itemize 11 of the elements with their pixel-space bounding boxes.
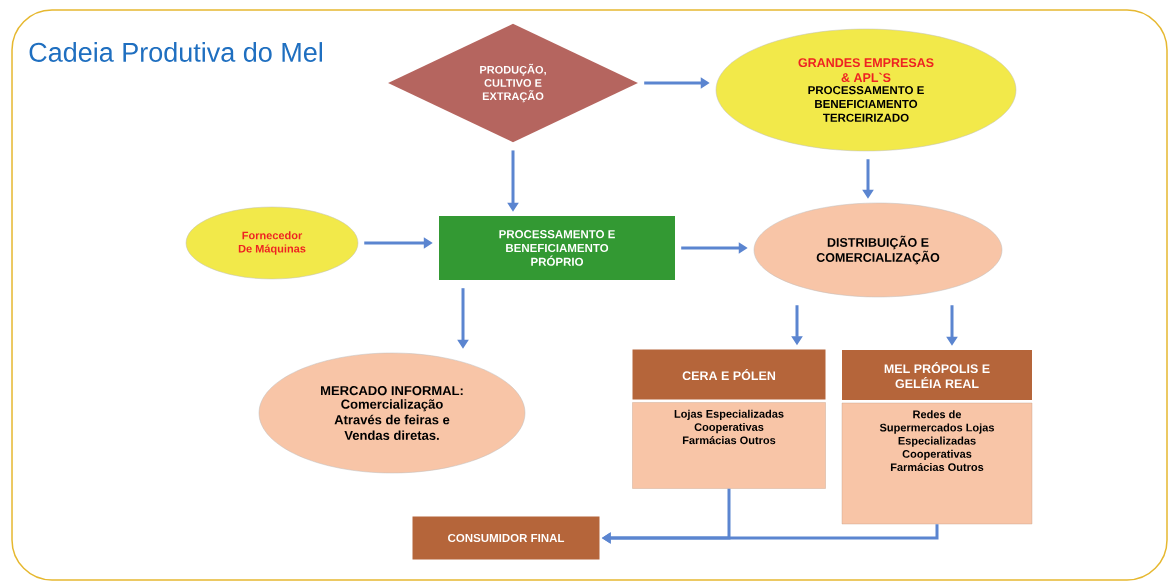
process-box: CONSUMIDOR FINAL [412, 516, 600, 560]
category-card: MEL PRÓPOLIS E GELÉIA REAL Redes de Supermercados Lojas Especializadas Cooperativas Farmácias Outros [841, 350, 1033, 525]
node-label: CERA E PÓLEN [682, 368, 776, 381]
node-label: MEL PRÓPOLIS E GELÉIA REAL [884, 361, 990, 389]
ellipse-node: Fornecedor De Máquinas [185, 206, 359, 280]
title: Cadeia Produtiva do Mel [29, 42, 322, 62]
ellipse-node: MERCADO INFORMAL: Comercialização Através de feiras e Vendas diretas. [258, 352, 526, 474]
category-card: CERA E PÓLEN Lojas Especializadas Cooperativas Farmácias Outros [632, 349, 826, 489]
process-box: PROCESSAMENTO E BENEFICIAMENTO PRÓPRIO [439, 216, 675, 280]
ellipse-node: GRANDES EMPRESAS & APL`S PROCESSAMENTO E BENEFICIAMENTO TERCEIRIZADO [715, 28, 1017, 152]
ellipse-node: DISTRIBUIÇÃO E COMERCIALIZAÇÃO [753, 202, 1003, 298]
